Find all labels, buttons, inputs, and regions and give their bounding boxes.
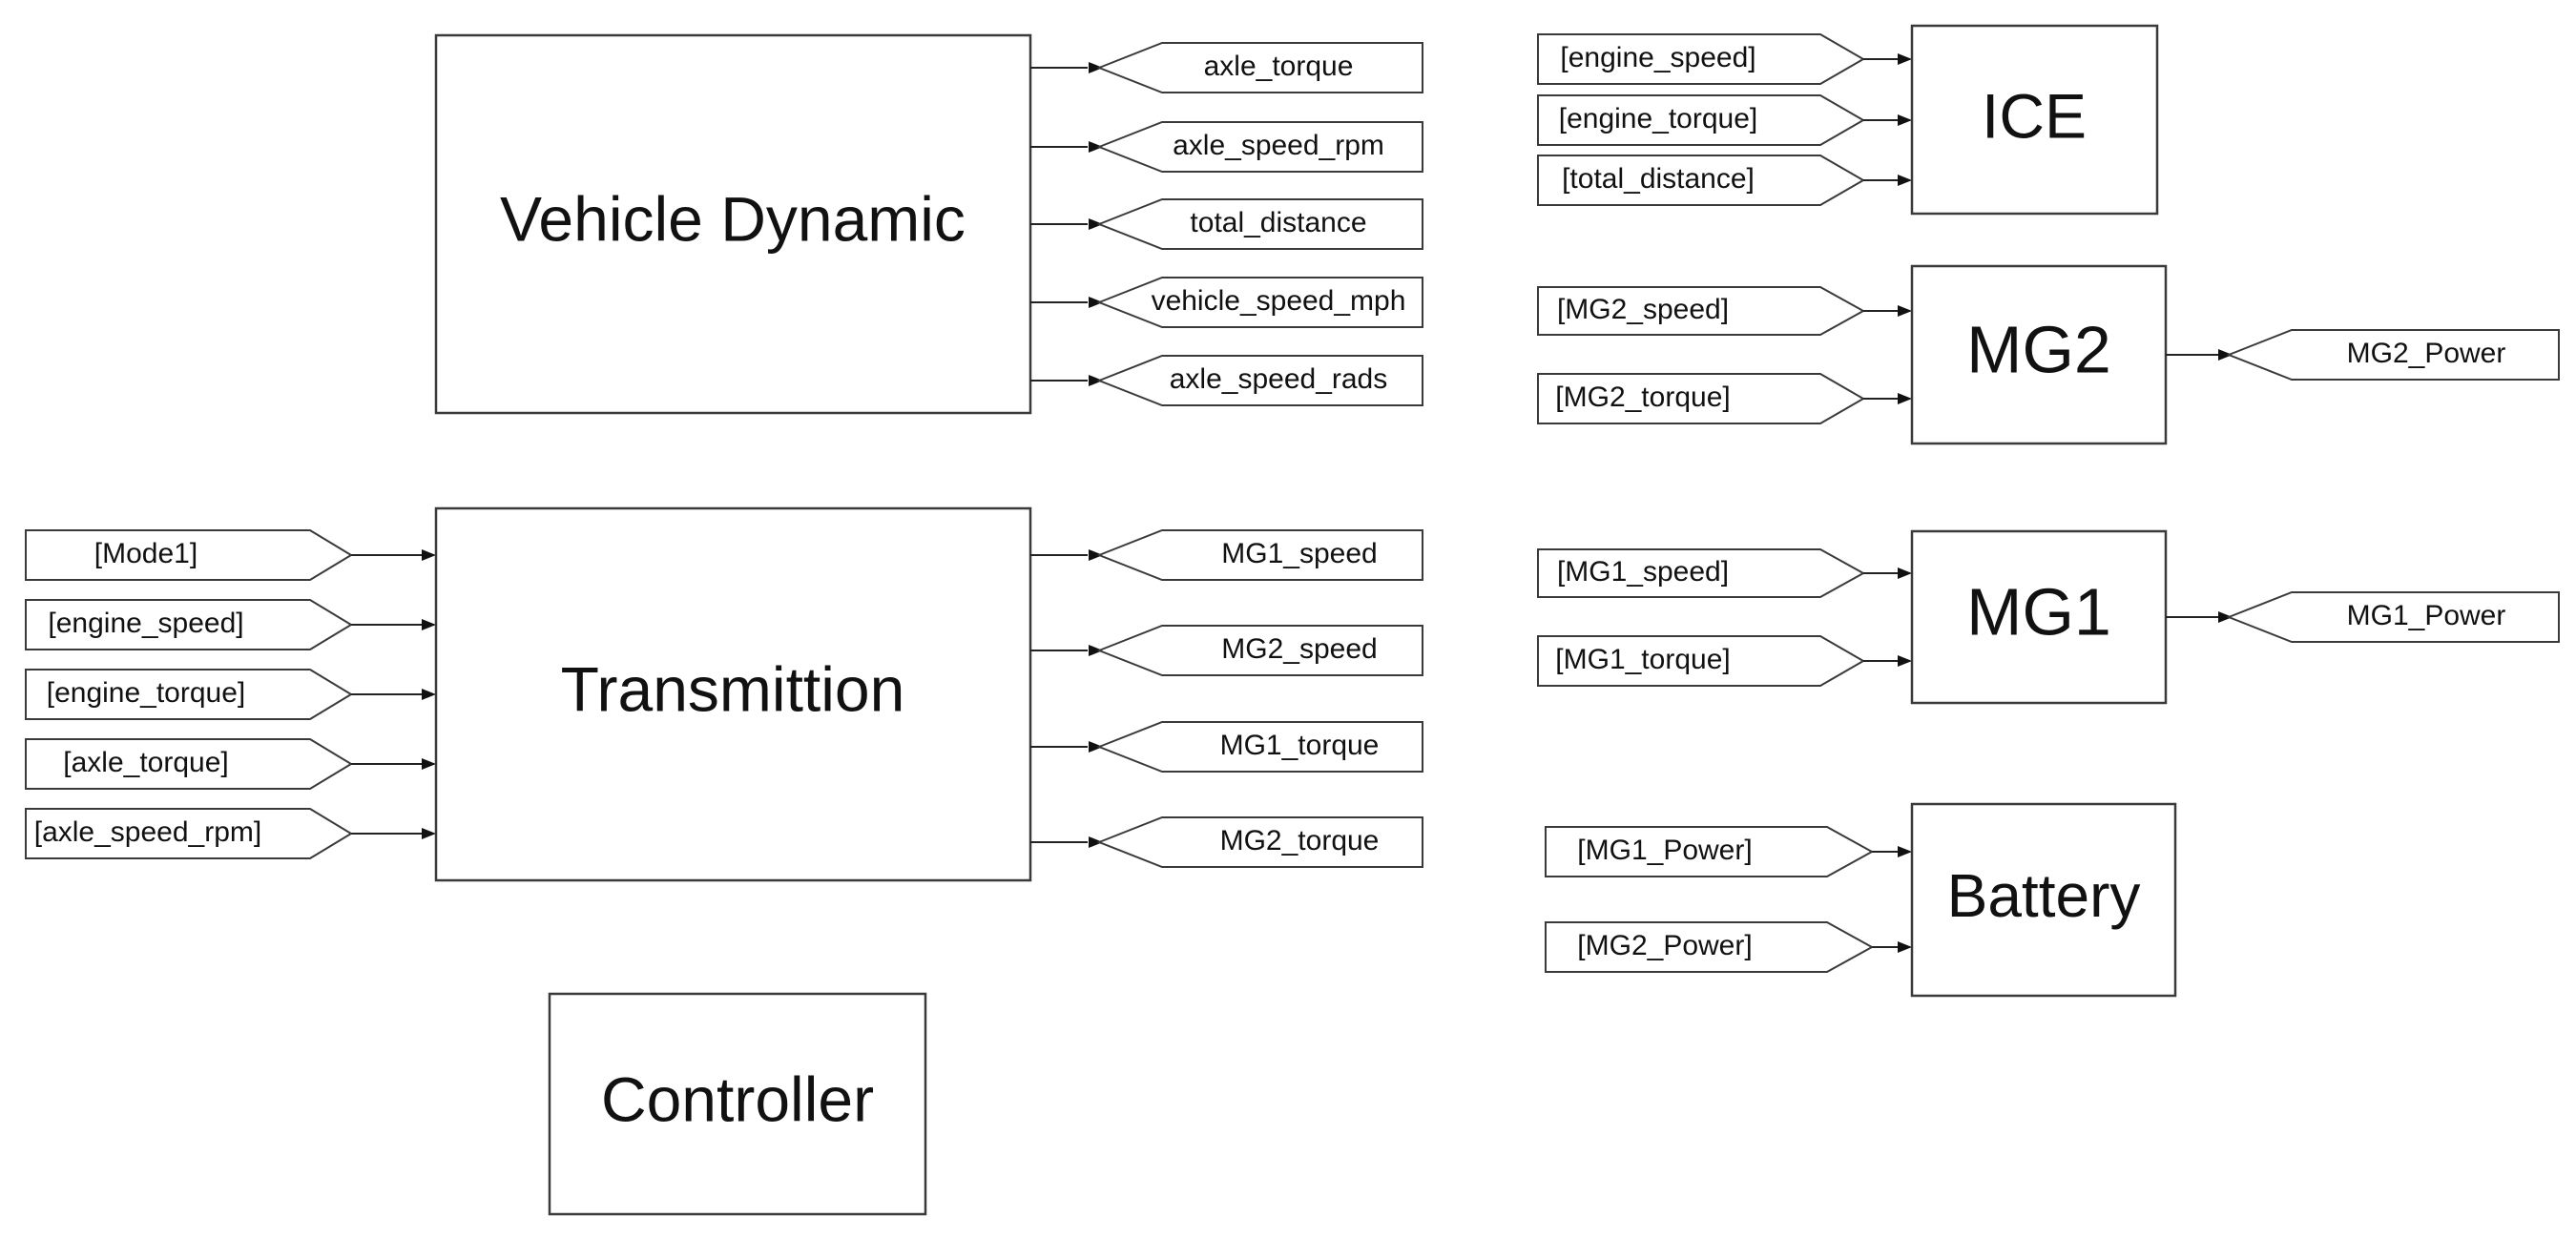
block-transmittion-label: Transmittion bbox=[561, 653, 905, 724]
goto-tag-axle-speed-rads[interactable]: axle_speed_rads bbox=[1030, 355, 1423, 406]
from-tag-mg1-power[interactable]: [MG1_Power] bbox=[1545, 826, 1912, 877]
tag-label-mg2-speed: [MG2_speed] bbox=[1557, 294, 1729, 325]
tag-label-mg2-power: MG2_Power bbox=[2347, 338, 2506, 369]
tag-label-mg2-torque: [MG2_torque] bbox=[1555, 382, 1730, 413]
transmittion-output-ports: MG1_speed MG2_speed MG1_torque MG2_torqu… bbox=[1030, 529, 1423, 868]
tag-label-total-distance: [total_distance] bbox=[1562, 163, 1755, 195]
tag-label-engine-torque: [engine_torque] bbox=[47, 677, 246, 709]
ice-input-ports: [engine_speed] [engine_torque] [total_di… bbox=[1537, 33, 1912, 206]
tag-label-mode1: [Mode1] bbox=[94, 538, 197, 569]
goto-tag-axle-torque[interactable]: axle_torque bbox=[1030, 42, 1423, 93]
from-tag-engine-speed-ice[interactable]: [engine_speed] bbox=[1537, 33, 1912, 85]
tag-label-axle-speed-rpm: axle_speed_rpm bbox=[1173, 130, 1384, 161]
mg2-input-ports: [MG2_speed] [MG2_torque] bbox=[1537, 286, 1912, 424]
tag-label-mg1-speed: MG1_speed bbox=[1221, 538, 1377, 569]
goto-tag-mg1-torque[interactable]: MG1_torque bbox=[1030, 721, 1423, 773]
tag-label-mg1-power: [MG1_Power] bbox=[1577, 835, 1752, 866]
block-ice-label: ICE bbox=[1982, 80, 2087, 151]
goto-tag-mg1-speed[interactable]: MG1_speed bbox=[1030, 529, 1423, 581]
from-tag-mode1[interactable]: [Mode1] bbox=[25, 529, 436, 581]
from-tag-mg2-torque[interactable]: [MG2_torque] bbox=[1537, 373, 1912, 424]
block-vehicle-dynamic[interactable]: Vehicle Dynamic bbox=[434, 33, 1032, 415]
from-tag-mg2-speed[interactable]: [MG2_speed] bbox=[1537, 286, 1912, 336]
tag-label-mg2-power: [MG2_Power] bbox=[1577, 930, 1752, 961]
tag-label-axle-speed-rads: axle_speed_rads bbox=[1170, 363, 1388, 395]
tag-label-engine-torque: [engine_torque] bbox=[1559, 103, 1758, 134]
goto-tag-mg2-torque[interactable]: MG2_torque bbox=[1030, 816, 1423, 868]
tag-label-mg1-speed: [MG1_speed] bbox=[1557, 556, 1729, 588]
vehicle-dynamic-output-ports: axle_torque axle_speed_rpm total_distanc… bbox=[1030, 42, 1423, 406]
goto-tag-mg2-power[interactable]: MG2_Power bbox=[2166, 329, 2560, 381]
from-tag-total-distance-ice[interactable]: [total_distance] bbox=[1537, 155, 1912, 206]
tag-label-mg1-power: MG1_Power bbox=[2347, 600, 2506, 631]
mg1-input-ports: [MG1_speed] [MG1_torque] bbox=[1537, 548, 1912, 687]
from-tag-axle-speed-rpm[interactable]: [axle_speed_rpm] bbox=[25, 808, 436, 859]
block-mg2[interactable]: MG2 bbox=[1910, 264, 2168, 445]
tag-label-axle-torque: [axle_torque] bbox=[63, 747, 228, 778]
battery-input-ports: [MG1_Power] [MG2_Power] bbox=[1545, 826, 1912, 973]
from-tag-engine-torque-ice[interactable]: [engine_torque] bbox=[1537, 94, 1912, 146]
from-tag-mg2-power[interactable]: [MG2_Power] bbox=[1545, 921, 1912, 973]
tag-label-mg2-speed: MG2_speed bbox=[1221, 633, 1377, 665]
goto-tag-total-distance[interactable]: total_distance bbox=[1030, 198, 1423, 250]
goto-tag-mg2-speed[interactable]: MG2_speed bbox=[1030, 625, 1423, 676]
goto-tag-vehicle-speed-mph[interactable]: vehicle_speed_mph bbox=[1030, 277, 1423, 328]
block-ice[interactable]: ICE bbox=[1910, 24, 2159, 216]
transmittion-input-ports: [Mode1] [engine_speed] [engine_torque] [… bbox=[25, 529, 436, 859]
tag-label-axle-speed-rpm: [axle_speed_rpm] bbox=[34, 816, 261, 848]
tag-label-mg1-torque: MG1_torque bbox=[1220, 730, 1380, 761]
block-mg1[interactable]: MG1 bbox=[1910, 529, 2168, 705]
tag-label-mg2-torque: MG2_torque bbox=[1220, 825, 1380, 856]
from-tag-mg1-torque[interactable]: [MG1_torque] bbox=[1537, 635, 1912, 687]
tag-label-engine-speed: [engine_speed] bbox=[48, 608, 243, 639]
goto-tag-axle-speed-rpm[interactable]: axle_speed_rpm bbox=[1030, 121, 1423, 173]
tag-label-axle-torque: axle_torque bbox=[1204, 51, 1354, 82]
block-battery-label: Battery bbox=[1947, 861, 2141, 930]
block-mg1-label: MG1 bbox=[1966, 574, 2111, 649]
from-tag-engine-torque[interactable]: [engine_torque] bbox=[25, 669, 436, 720]
tag-label-mg1-torque: [MG1_torque] bbox=[1555, 644, 1730, 675]
tag-label-vehicle-speed-mph: vehicle_speed_mph bbox=[1152, 285, 1406, 317]
from-tag-axle-torque[interactable]: [axle_torque] bbox=[25, 738, 436, 790]
block-mg2-label: MG2 bbox=[1966, 312, 2111, 386]
block-transmittion[interactable]: Transmittion bbox=[434, 506, 1032, 882]
block-controller[interactable]: Controller bbox=[548, 992, 927, 1216]
from-tag-engine-speed[interactable]: [engine_speed] bbox=[25, 599, 436, 650]
goto-tag-mg1-power[interactable]: MG1_Power bbox=[2166, 591, 2560, 643]
block-vehicle-dynamic-label: Vehicle Dynamic bbox=[500, 183, 966, 254]
block-battery[interactable]: Battery bbox=[1910, 802, 2177, 998]
block-controller-label: Controller bbox=[601, 1063, 874, 1134]
tag-label-engine-speed: [engine_speed] bbox=[1560, 42, 1755, 73]
tag-label-total-distance: total_distance bbox=[1190, 207, 1366, 238]
from-tag-mg1-speed[interactable]: [MG1_speed] bbox=[1537, 548, 1912, 598]
